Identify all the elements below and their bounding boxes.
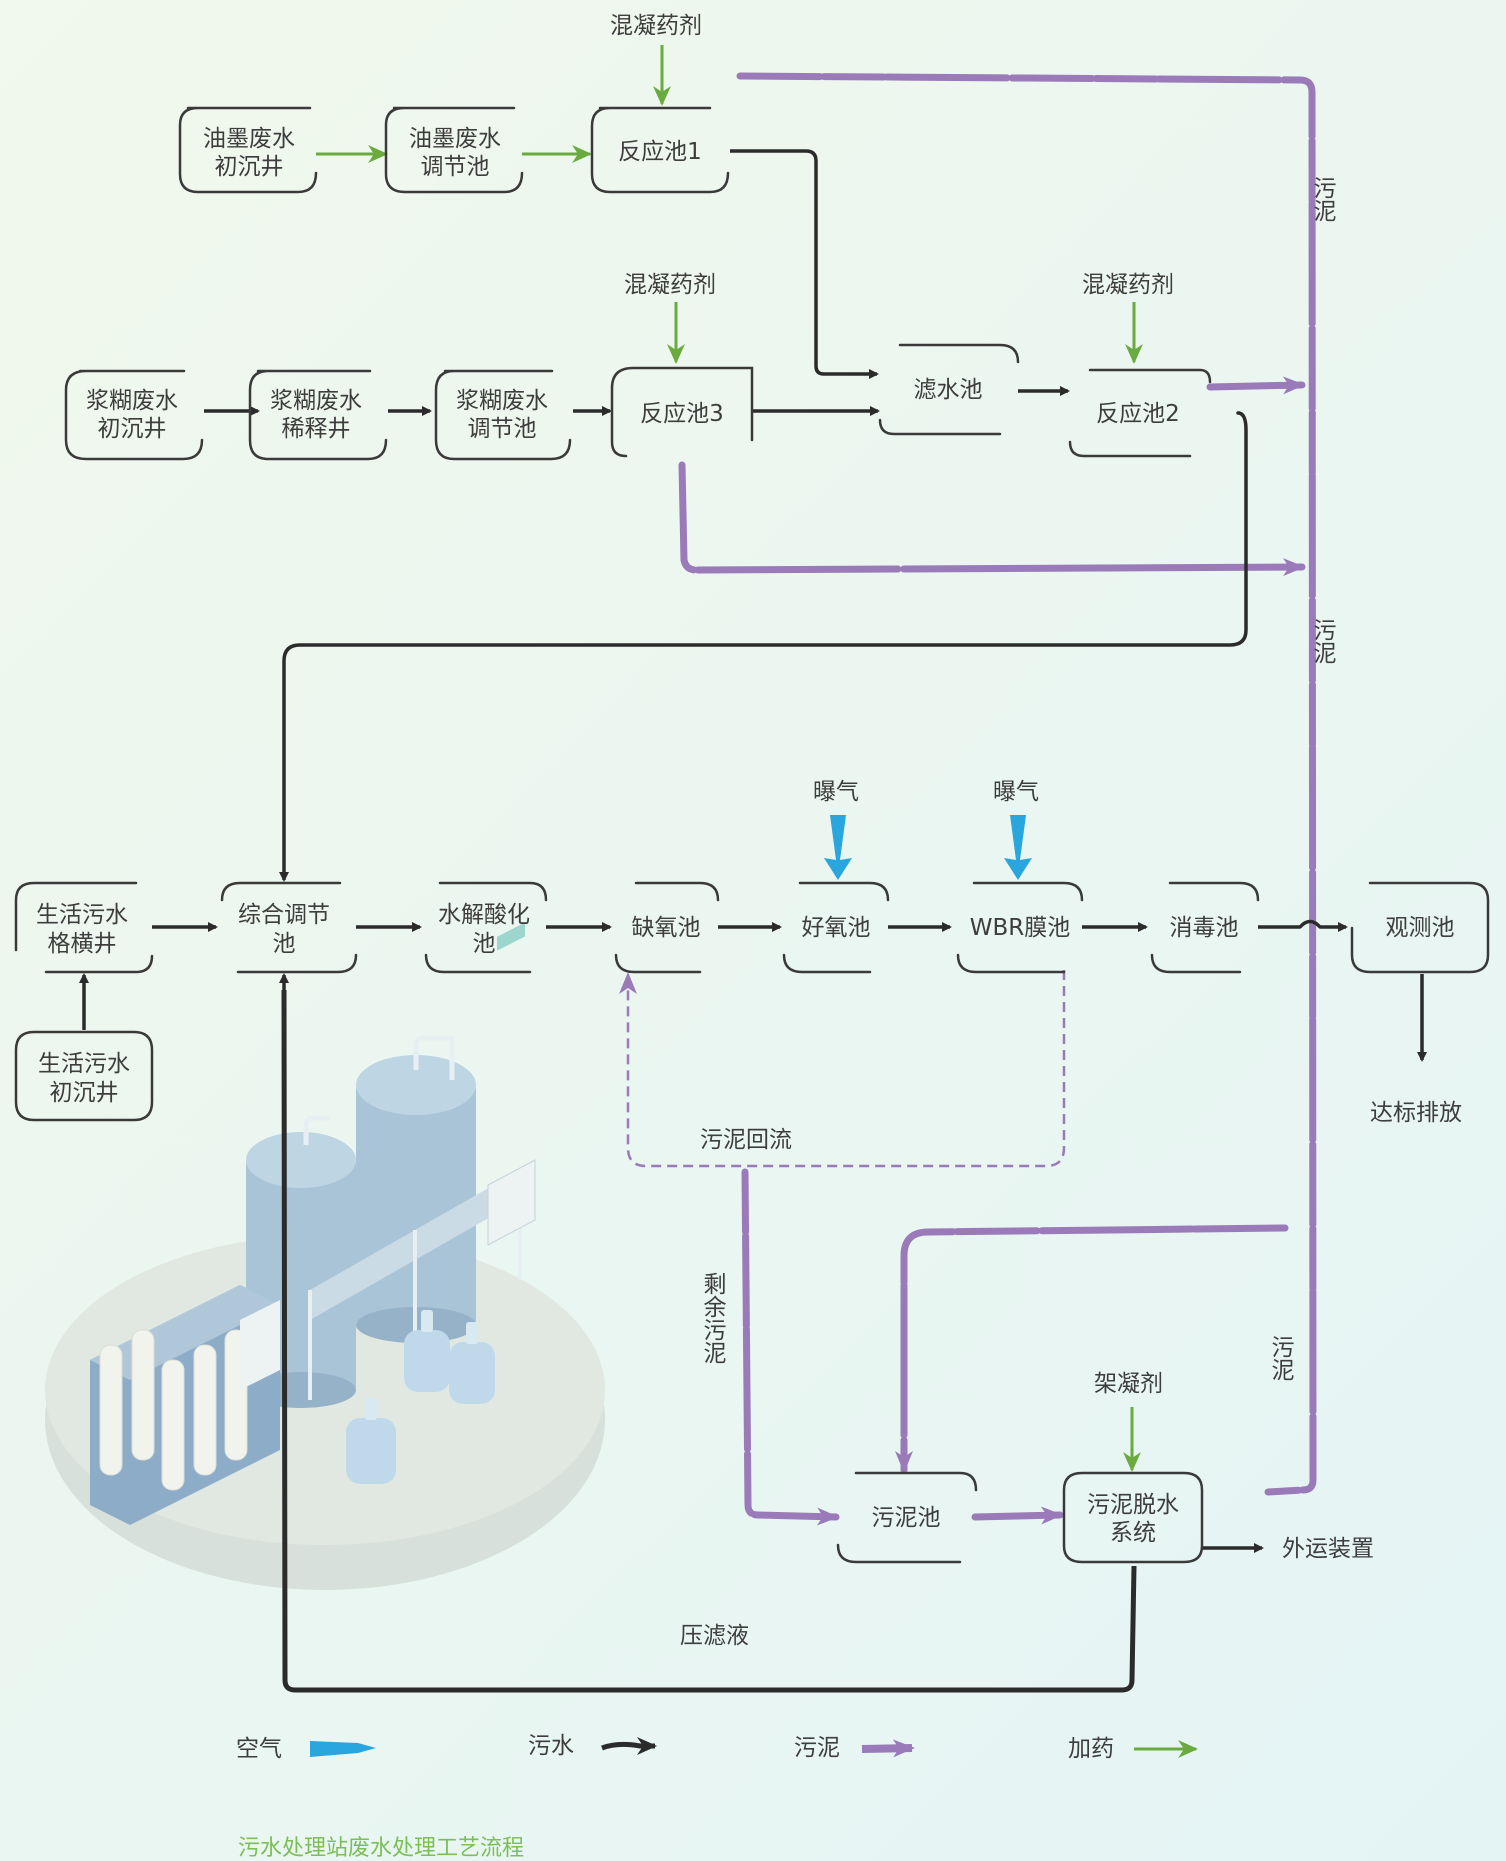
ink-sed-line2: 初沉井 — [215, 154, 284, 180]
paste-dil-line1: 浆糊废水 — [270, 388, 362, 414]
press-filtrate-label: 压滤液 — [680, 1623, 749, 1649]
sludge-return-line — [619, 970, 1066, 1168]
paste-sed-line1: 浆糊废水 — [86, 388, 178, 414]
filter-label: 滤水池 — [914, 377, 983, 403]
hydro-line2: 池 — [473, 931, 496, 957]
legend-air-label: 空气 — [236, 1736, 282, 1762]
sludge-pipes — [678, 72, 1317, 1526]
coag-label-r2: 混凝药剂 — [1082, 272, 1174, 298]
aeration-label-1: 曝气 — [813, 779, 859, 805]
sludge-vertical-label-3: 污泥 — [1267, 1335, 1295, 1381]
node-observation-box — [1350, 881, 1490, 974]
aerobic-label: 好氧池 — [802, 915, 871, 941]
legend-sewage-label: 污水 — [528, 1733, 574, 1759]
excess-sludge-label: 剩余污泥 — [699, 1272, 727, 1364]
ink-reg-line2: 调节池 — [421, 154, 490, 180]
paste-reg-line1: 浆糊废水 — [456, 388, 548, 414]
process-boxes — [14, 106, 1490, 1564]
observe-label: 观测池 — [1386, 915, 1455, 941]
filtrate-return-line — [281, 989, 1137, 1693]
air-arrows — [824, 815, 1032, 880]
node-disinfection-box — [1150, 881, 1260, 974]
node-anoxic-box — [614, 881, 720, 974]
equipment-illustration — [45, 922, 605, 1590]
disinf-label: 消毒池 — [1170, 915, 1239, 941]
node-hydrolysis-box — [424, 881, 548, 974]
hydro-line1: 水解酸化 — [438, 902, 530, 928]
dosing-arrows — [316, 45, 1143, 1472]
paste-dil-line2: 稀释井 — [282, 416, 351, 442]
dom-sed-line2: 初沉井 — [50, 1080, 119, 1106]
dewater-line2: 系统 — [1110, 1520, 1156, 1546]
node-ink-sedimentation-box — [178, 106, 318, 194]
node-paste-dilution-box — [248, 369, 388, 461]
react3-label: 反应池3 — [640, 401, 724, 427]
anoxic-label: 缺氧池 — [632, 915, 701, 941]
coag-label-r3: 混凝药剂 — [624, 272, 716, 298]
comp-reg-line1: 综合调节 — [238, 902, 330, 928]
sludge-vertical-label-2: 污泥 — [1309, 618, 1337, 664]
dom-grid-line2: 格横井 — [48, 931, 117, 957]
node-domestic-grid-box — [14, 881, 154, 974]
annotation-labels: 混凝药剂 混凝药剂 混凝药剂 曝气 曝气 污泥 污泥 污泥 剩余污泥 污泥回流 … — [610, 13, 1462, 1649]
dom-sed-line1: 生活污水 — [38, 1051, 130, 1077]
node-reaction2-box — [1068, 368, 1212, 458]
comp-reg-line2: 池 — [273, 931, 296, 957]
sludge-vertical-label-1: 污泥 — [1309, 176, 1337, 222]
legend: 空气 污水 污泥 加药 — [236, 1733, 1198, 1762]
node-dewatering-box — [1062, 1471, 1204, 1564]
legend-air-icon — [310, 1741, 376, 1757]
node-reaction1-box — [590, 106, 730, 194]
legend-sludge-icon — [861, 1739, 915, 1758]
node-mbr-box — [956, 881, 1084, 974]
node-reaction3-box — [610, 366, 754, 458]
aeration-label-2: 曝气 — [993, 779, 1039, 805]
node-paste-regulation-box — [434, 369, 572, 461]
coag-label-top: 混凝药剂 — [610, 13, 702, 39]
ink-reg-line1: 油墨废水 — [409, 126, 501, 152]
sludge-return-label: 污泥回流 — [700, 1127, 792, 1153]
legend-sewage-icon — [601, 1737, 657, 1755]
node-composite-regulation-box — [220, 881, 358, 974]
discharge-label: 达标排放 — [1370, 1100, 1462, 1126]
node-ink-regulation-box — [384, 106, 524, 194]
react1-label: 反应池1 — [618, 139, 702, 165]
node-domestic-sedimentation-box — [14, 1030, 154, 1122]
diagram-caption: 污水处理站废水处理工艺流程 — [238, 1836, 524, 1861]
mbr-label: WBR膜池 — [970, 915, 1071, 941]
dewater-line1: 污泥脱水 — [1087, 1492, 1179, 1518]
paste-reg-line2: 调节池 — [468, 416, 537, 442]
frame-agent-label: 架凝剂 — [1094, 1371, 1163, 1397]
ink-sed-line1: 油墨废水 — [203, 126, 295, 152]
paste-sed-line2: 初沉井 — [98, 416, 167, 442]
node-filter-box — [878, 343, 1020, 436]
node-labels: 油墨废水 初沉井 油墨废水 调节池 反应池1 浆糊废水 初沉井 浆糊废水 稀释井… — [36, 126, 1455, 1546]
legend-dosing-label: 加药 — [1068, 1736, 1114, 1762]
node-aerobic-box — [782, 881, 890, 974]
node-paste-sedimentation-box — [64, 369, 204, 461]
transport-label: 外运装置 — [1282, 1536, 1374, 1562]
react2-label: 反应池2 — [1096, 401, 1180, 427]
node-sludge-pool-box — [836, 1471, 978, 1564]
dom-grid-line1: 生活污水 — [36, 902, 128, 928]
sludge-pool-label: 污泥池 — [872, 1505, 941, 1531]
legend-sludge-label: 污泥 — [794, 1735, 840, 1761]
